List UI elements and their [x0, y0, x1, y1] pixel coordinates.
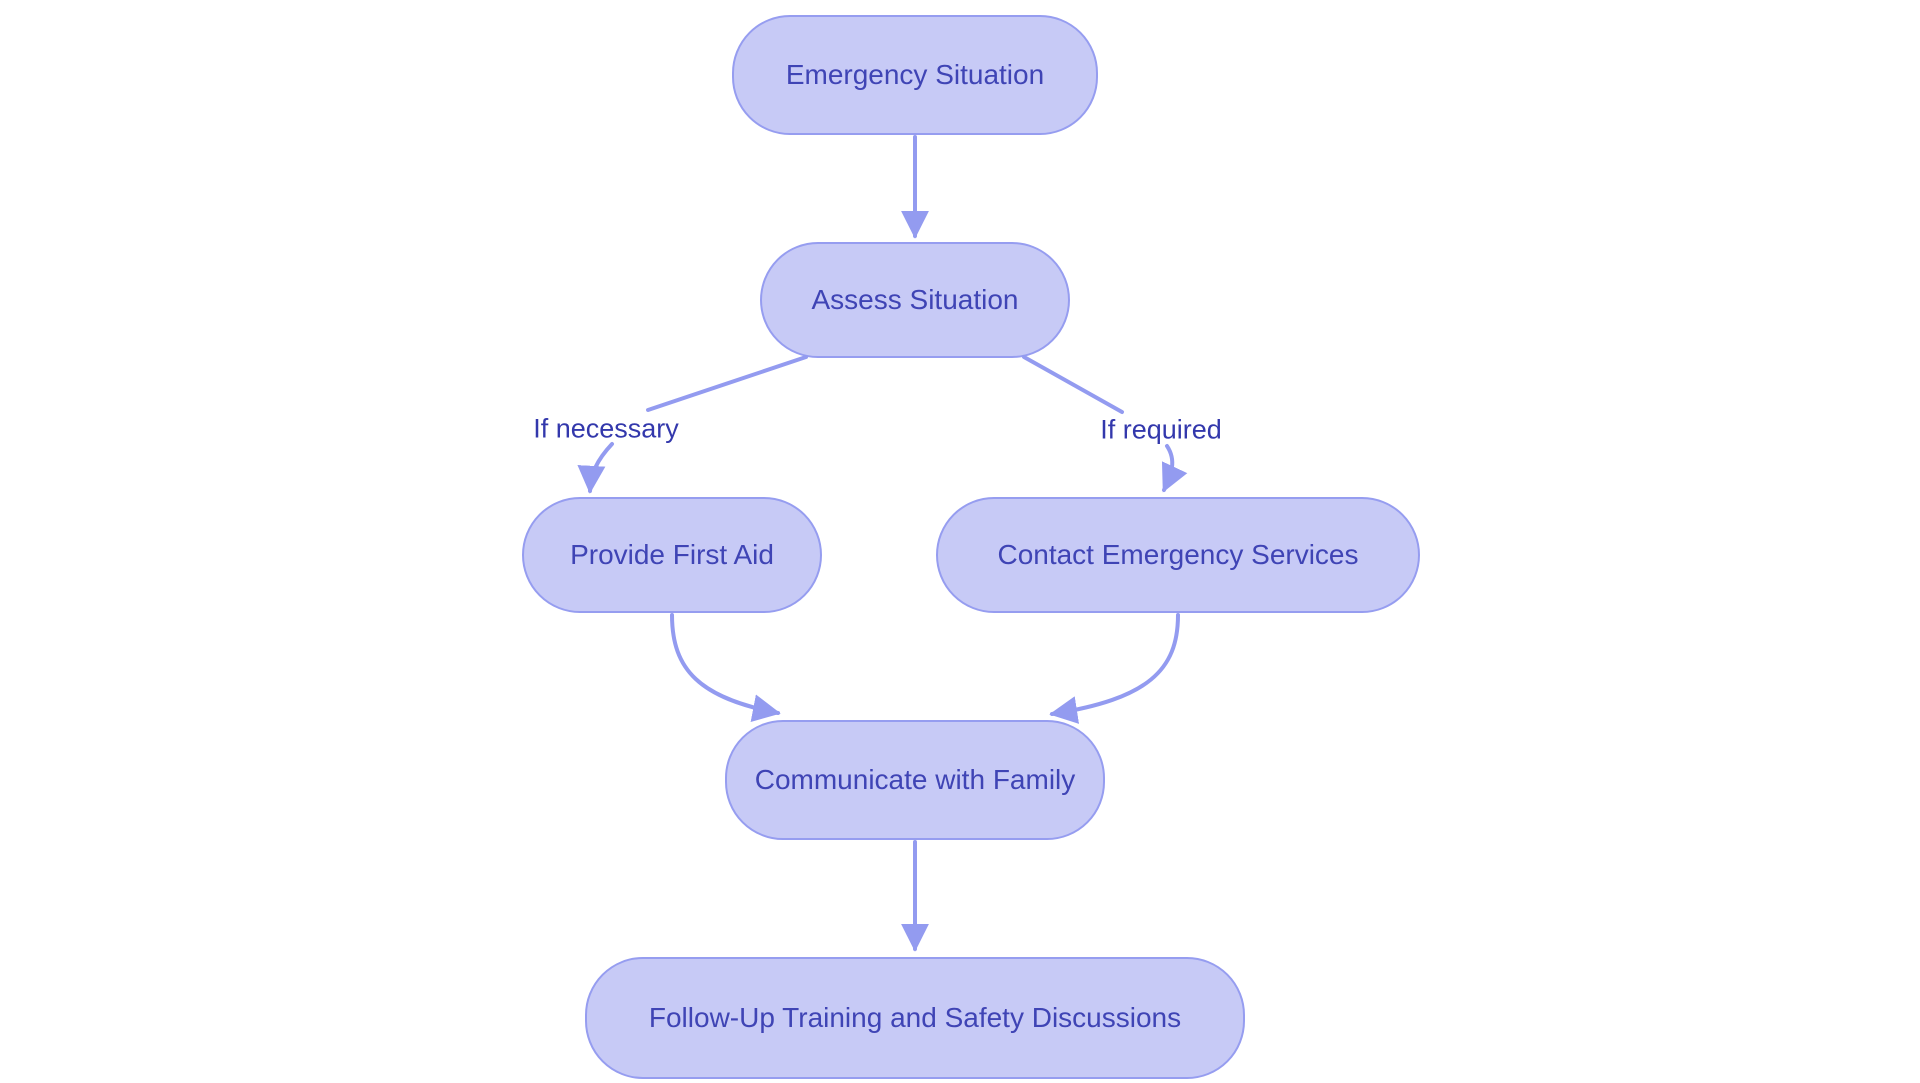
edge-label-if-required: If required — [1096, 414, 1226, 446]
edge-contact-to-communicate — [1049, 613, 1180, 724]
node-provide-first-aid: Provide First Aid — [522, 497, 822, 613]
edge-label-if-necessary: If necessary — [529, 413, 683, 445]
edge-assess-to-contact-upper — [1022, 355, 1124, 414]
edge-assess-to-provide-lower — [577, 442, 614, 494]
node-communicate-with-family: Communicate with Family — [725, 720, 1105, 840]
node-followup-training: Follow-Up Training and Safety Discussion… — [585, 957, 1245, 1079]
node-emergency-situation: Emergency Situation — [732, 15, 1098, 135]
node-contact-emergency-services: Contact Emergency Services — [936, 497, 1420, 613]
edge-assess-to-provide-upper — [646, 355, 808, 412]
edge-provide-to-communicate — [670, 613, 781, 722]
edge-assess-to-contact-lower — [1161, 444, 1188, 493]
node-assess-situation: Assess Situation — [760, 242, 1070, 358]
